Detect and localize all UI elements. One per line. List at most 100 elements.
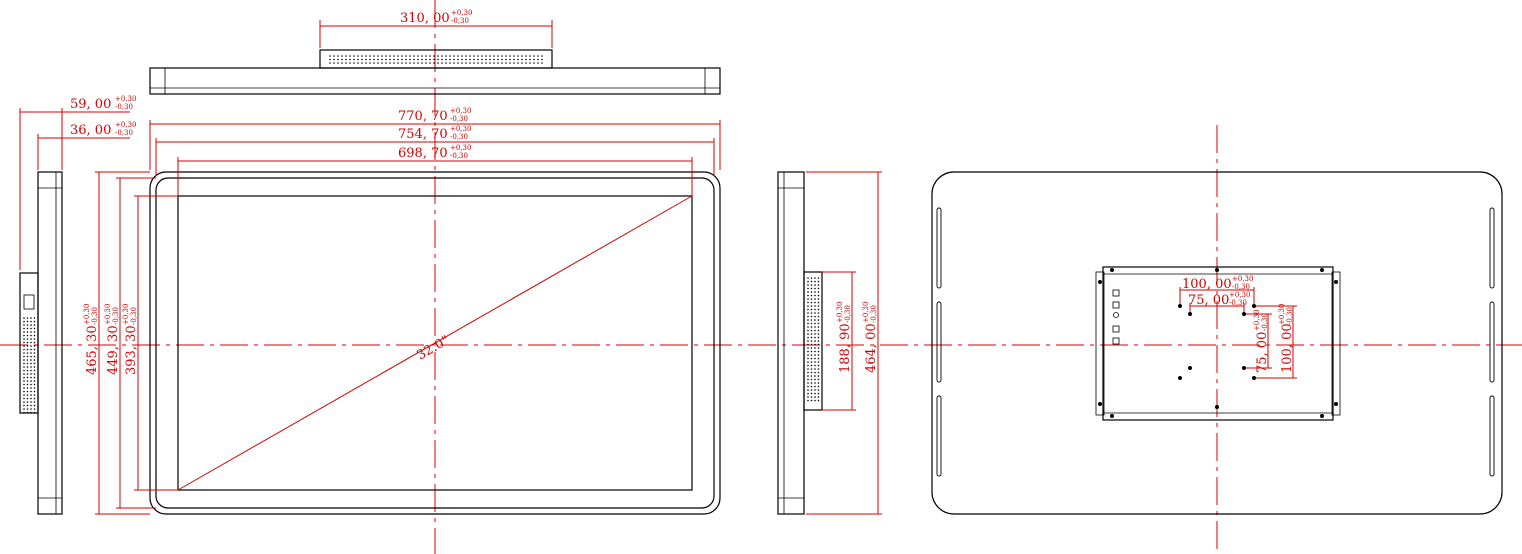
vent-hole	[810, 294, 813, 297]
vent-hole	[810, 280, 813, 283]
vent-hole	[807, 294, 809, 297]
vent-hole	[807, 350, 809, 353]
vent-hole	[23, 334, 25, 337]
vent-hole	[26, 341, 29, 344]
vent-hole	[807, 385, 809, 388]
vent-hole	[26, 324, 29, 326]
vent-hole	[469, 55, 471, 57]
vent-hole	[377, 55, 379, 57]
vent-hole	[389, 62, 391, 64]
vent-hole	[33, 352, 36, 354]
dim-vesa-100h-value: 100, 00	[1182, 277, 1232, 292]
vent-hole	[23, 387, 25, 389]
dim-depth: 59, 00 +0,30 -0,30 36, 00 +0,30 -0,30	[19, 95, 136, 270]
vent-hole	[817, 392, 820, 395]
vesa-holes	[1178, 304, 1256, 380]
vent-hole	[529, 58, 531, 61]
vent-hole	[810, 322, 813, 325]
vent-hole	[445, 62, 447, 64]
vent-hole	[26, 411, 29, 414]
vent-hole	[405, 62, 407, 64]
vent-hole	[23, 383, 25, 386]
dim-vesa-75v-tol-plus: +0,30	[1253, 310, 1261, 331]
vent-hole	[817, 378, 820, 381]
vent-hole	[814, 392, 816, 395]
dim-depth-body-tol-plus: +0,30	[115, 121, 136, 129]
vent-hole	[369, 62, 371, 64]
vent-hole	[810, 392, 813, 395]
vent-hole	[30, 352, 32, 354]
vent-hole	[814, 280, 816, 283]
vent-hole	[397, 62, 399, 64]
vent-hole	[33, 359, 36, 361]
vent-hole	[33, 317, 36, 319]
vent-hole	[817, 340, 820, 342]
vent-hole	[509, 62, 511, 64]
vent-hole	[23, 397, 25, 400]
diagonal-label: 32.0"	[415, 333, 453, 363]
vent-hole	[441, 55, 443, 57]
vent-hole	[441, 58, 443, 61]
vent-hole	[814, 378, 816, 381]
vent-hole	[807, 399, 809, 402]
vent-hole	[405, 55, 407, 57]
dim-depth-total-tol-minus: -0,30	[115, 103, 133, 111]
vent-hole	[353, 62, 355, 64]
vent-hole	[453, 62, 455, 64]
vent-hole	[537, 62, 539, 64]
vent-hole	[405, 58, 407, 61]
vent-hole	[541, 62, 543, 64]
vent-hole	[425, 62, 427, 64]
vent-hole	[817, 357, 820, 360]
vent-hole	[461, 58, 463, 61]
dim-depth-total-value: 59, 00	[70, 97, 111, 112]
vent-hole	[369, 58, 371, 61]
dim-side-total-tol-plus: +0,30	[862, 302, 870, 323]
vent-hole	[417, 62, 419, 64]
vent-hole	[445, 55, 447, 57]
vent-hole	[810, 312, 813, 314]
vent-hole	[26, 394, 29, 396]
vent-hole	[814, 329, 816, 332]
vent-hole	[814, 382, 816, 384]
vent-hole	[513, 58, 515, 61]
vent-hole	[26, 366, 29, 368]
vent-hole	[485, 58, 487, 61]
top-vent-holes	[329, 55, 543, 64]
dim-vesa-100v-value: 100, 00	[1280, 323, 1295, 373]
vent-hole	[357, 58, 359, 61]
vent-hole	[517, 55, 519, 57]
vent-hole	[393, 58, 395, 61]
vent-hole	[541, 55, 543, 57]
vent-hole	[509, 58, 511, 61]
vent-hole	[26, 352, 29, 354]
vent-hole	[807, 322, 809, 325]
vent-hole	[807, 301, 809, 304]
vent-hole	[814, 294, 816, 297]
vent-hole	[814, 333, 816, 335]
vent-hole	[485, 55, 487, 57]
vent-hole	[817, 322, 820, 325]
vent-hole	[814, 326, 816, 328]
vent-hole	[373, 58, 375, 61]
vent-hole	[807, 340, 809, 342]
vent-hole	[329, 62, 331, 64]
vent-hole	[807, 277, 809, 279]
vent-hole	[807, 280, 809, 283]
vent-hole	[481, 62, 483, 64]
vent-hole	[26, 362, 29, 365]
vent-hole	[810, 333, 813, 335]
vent-hole	[30, 341, 32, 344]
vent-hole	[33, 331, 36, 333]
vent-hole	[23, 345, 25, 347]
vent-hole	[349, 58, 351, 61]
vent-hole	[23, 341, 25, 344]
vent-hole	[413, 58, 415, 61]
dim-vesa-100h-tol-minus: -0,30	[1232, 283, 1250, 291]
vent-hole	[497, 58, 499, 61]
dim-screen-width-value: 698, 70	[398, 146, 448, 161]
vent-hole	[817, 396, 820, 398]
vent-hole	[33, 390, 36, 393]
